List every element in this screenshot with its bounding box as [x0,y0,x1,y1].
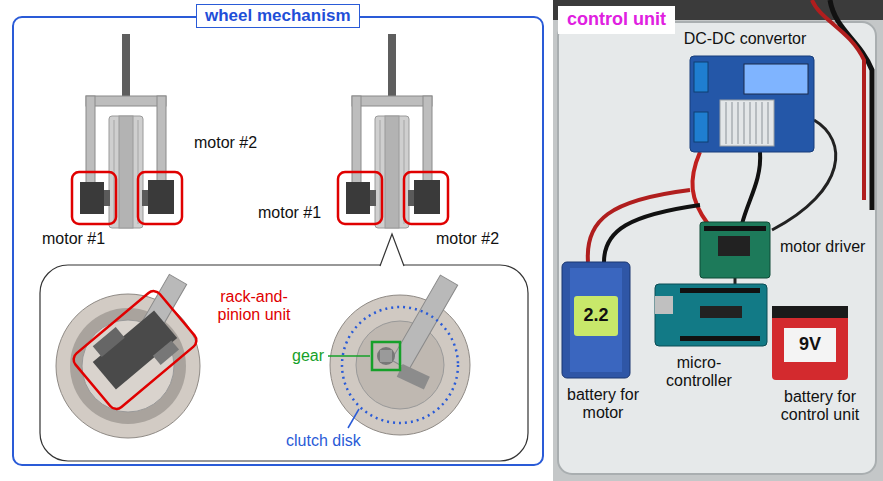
rack-and-pinion-drawing [70,288,199,412]
pin-header [704,226,766,231]
terminal-block [694,62,708,92]
pinion [93,327,125,357]
driver-chip [718,236,750,256]
label-holder: micro-controller [656,354,742,391]
title-holder: control unit [558,6,675,34]
inset-pointer [380,234,404,266]
lipo-battery [562,262,630,378]
photo-ground [553,0,883,481]
lcd-screen [744,64,808,94]
part-label: motor #2 [436,230,499,248]
nine-volt-battery [772,306,848,380]
plastic-case [558,22,876,474]
usb-port [655,296,673,314]
component-label: DC-DC convertor [680,30,810,48]
label-holder: gear [292,347,324,365]
label-holder: battery for control unit [768,388,872,425]
part-label: motor #1 [42,230,105,248]
component-label: micro-controller [656,354,742,391]
pin-header [680,288,760,293]
heat-sink-fins [726,102,768,144]
clutch-outline [342,307,458,423]
mcu-chip [700,306,742,318]
battery-cap [772,306,848,318]
part [397,364,430,389]
label-holder: motor #2 [194,134,257,152]
terminal-block [694,112,708,142]
heat-sink [720,100,774,146]
microcontroller-board [655,284,767,346]
part-label: rack-and-pinion unit [206,288,302,325]
battery-marking: 2.2 [574,305,618,326]
inset-frame [40,265,528,461]
disc-drawing [330,275,470,435]
label-holder: 2.2 [574,305,618,326]
control-unit-photo [553,0,883,481]
disc-outer [330,295,470,435]
panel-title: control unit [558,6,675,34]
leader-line [348,409,359,428]
cable [588,190,690,262]
motor-driver-board [700,222,770,278]
part-label: gear [292,347,324,365]
arm [391,275,457,370]
label-holder: motor #2 [436,230,499,248]
title-holder: wheel mechanism [196,4,360,28]
battery-sticker [574,296,618,336]
gear-hub [380,350,392,362]
part-label: motor #2 [194,134,257,152]
highlight-box [70,288,199,412]
label-holder: motor #1 [42,230,105,248]
dc-dc-board [690,56,814,152]
leader-line [328,355,370,357]
part-label: clutch disk [286,432,361,450]
battery-marking: 9V [784,334,836,355]
cable [692,152,708,224]
battery-sticker [784,328,836,362]
battery-wrap [570,268,622,372]
label-holder: 9V [784,334,836,355]
component-label: motor driver [780,238,865,256]
panel-title: wheel mechanism [196,4,360,28]
cable [734,278,737,284]
highlight-box [372,342,400,370]
label-holder: clutch disk [286,432,361,450]
pin-header [680,336,760,341]
label-holder: motor #1 [258,204,321,222]
component-label: battery for motor [566,386,640,423]
cable [604,205,700,262]
disc-drawing [56,274,200,438]
gear-symbol [377,347,395,365]
cable [812,0,864,200]
component-label: battery for control unit [768,388,872,425]
label-holder: battery for motor [566,386,640,423]
cable [742,152,760,224]
disc-inner [356,321,444,409]
wheel-mechanism-drawing [72,34,182,228]
label-holder: motor driver [780,238,865,256]
label-holder: DC-DC convertor [680,30,810,48]
wheel-mechanism-drawing [338,34,448,228]
label-holder: rack-and-pinion unit [206,288,302,325]
part-label: motor #1 [258,204,321,222]
